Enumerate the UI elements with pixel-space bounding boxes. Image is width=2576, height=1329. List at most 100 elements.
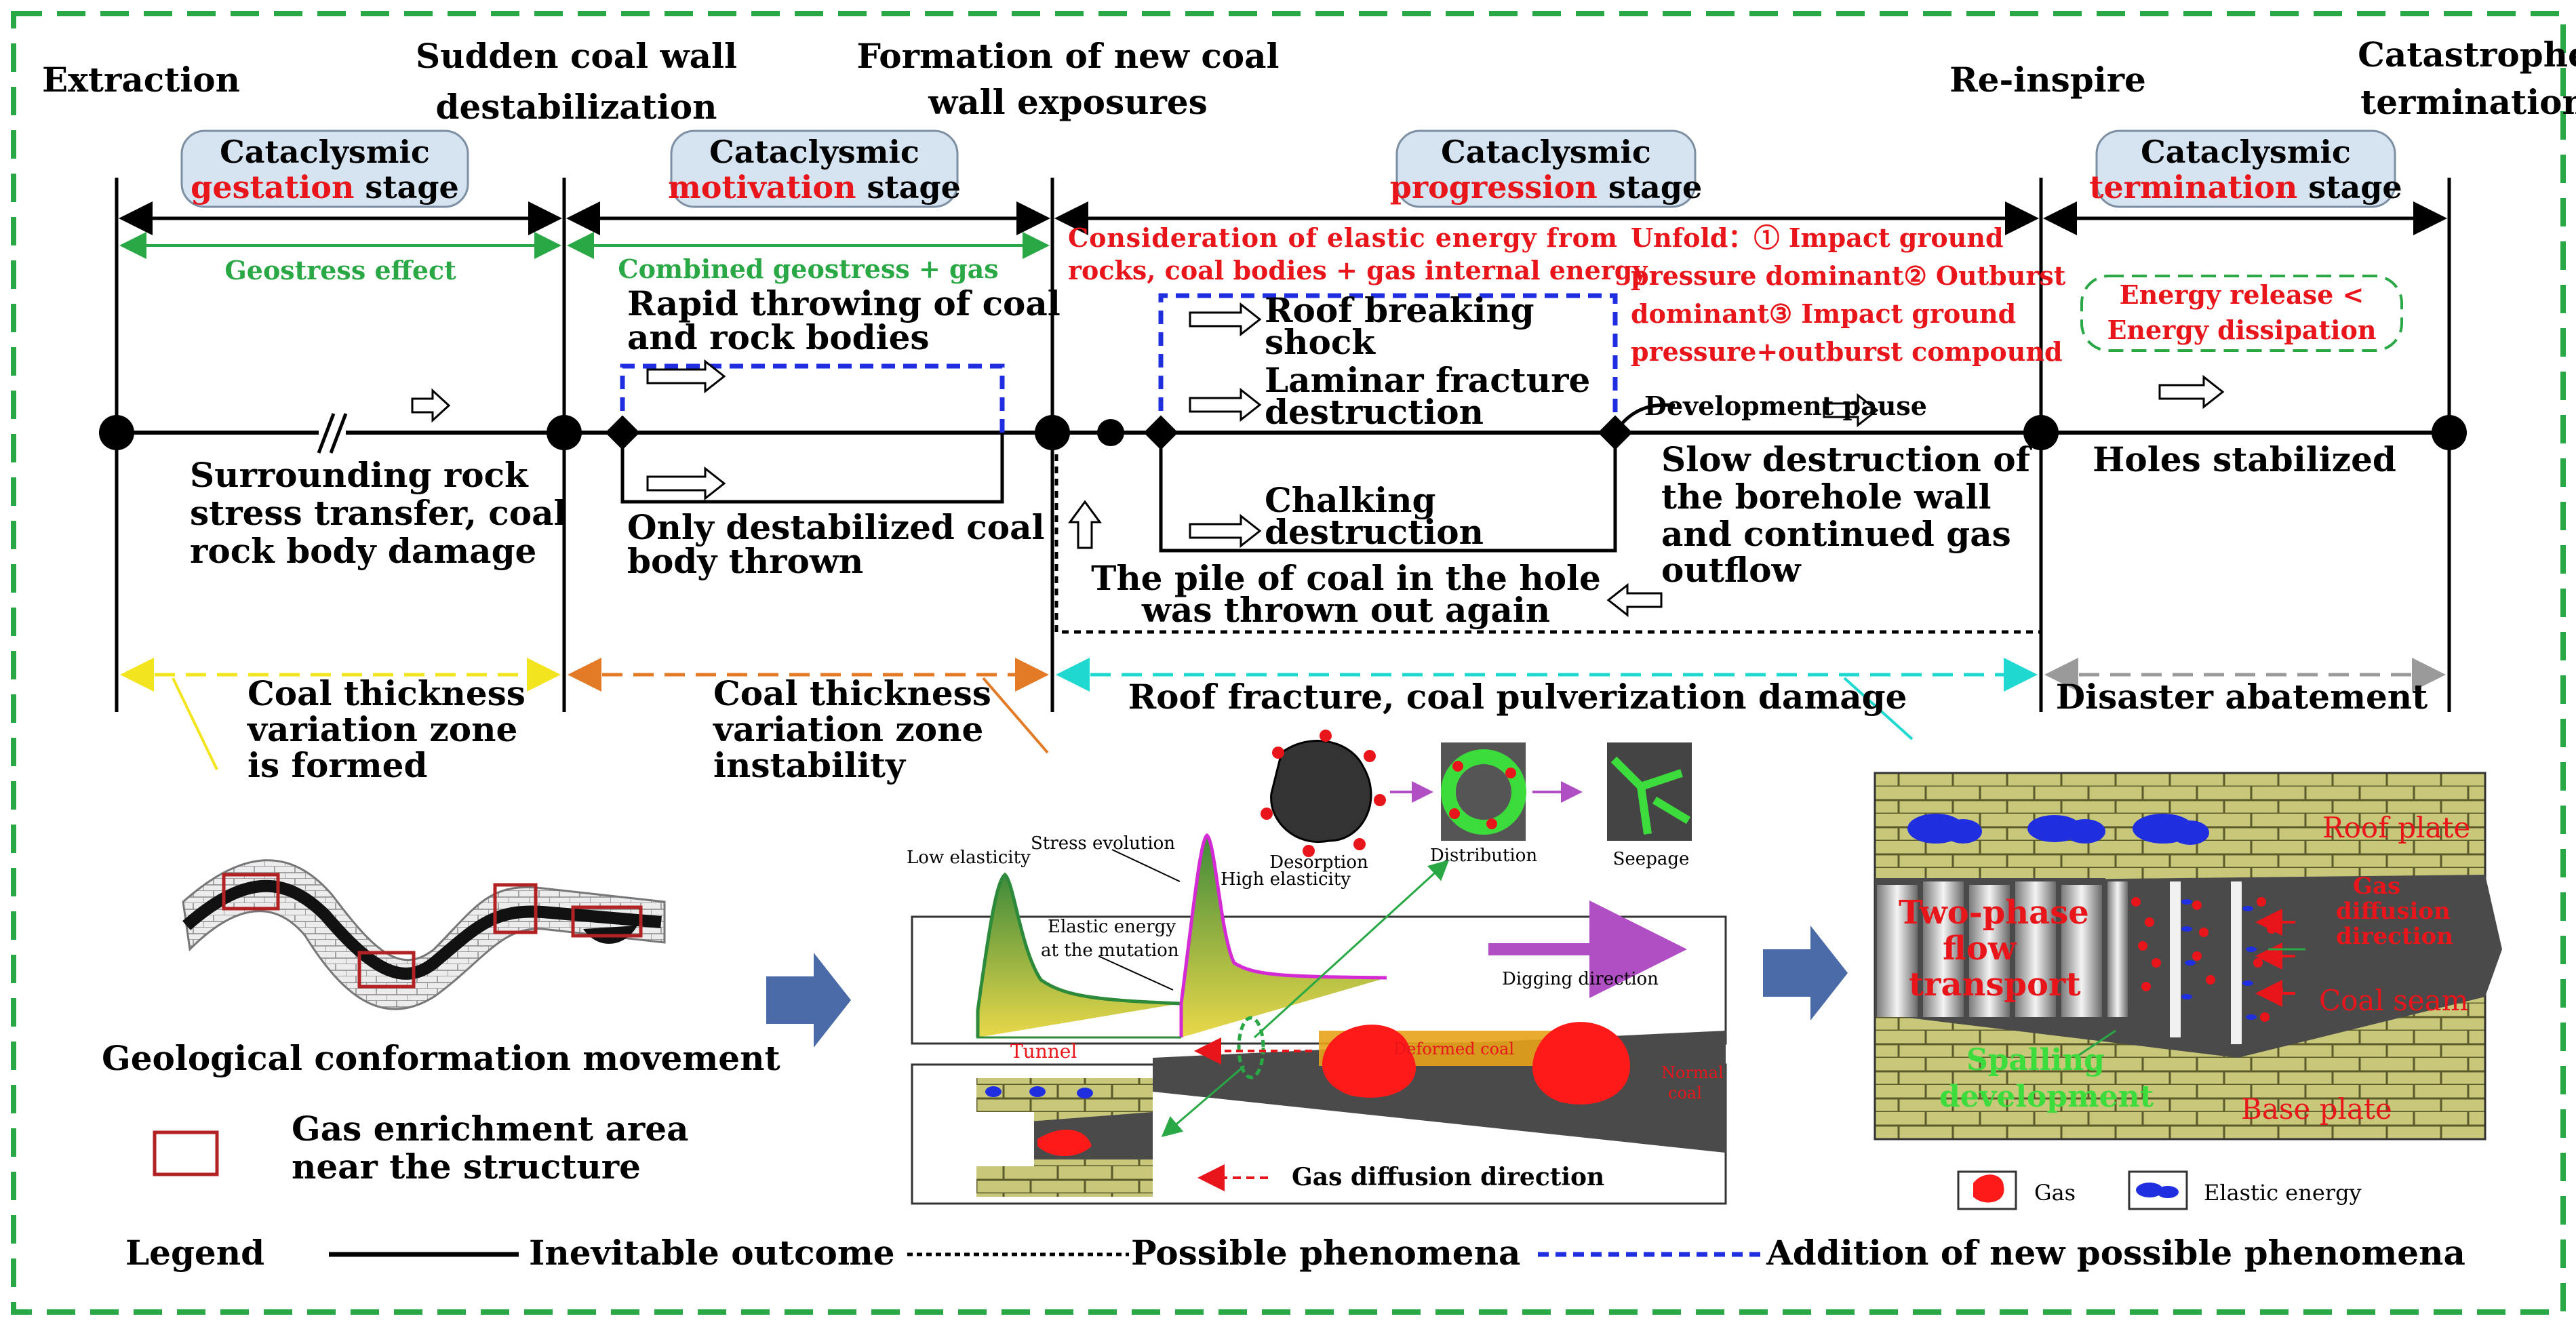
stage-progression-line1: Cataclysmic	[1441, 134, 1651, 170]
geology-title: Geological conformation movement	[102, 1038, 780, 1078]
stage-motivation-line1: Cataclysmic	[709, 134, 919, 170]
legend-inevitable: Inevitable outcome	[529, 1233, 895, 1273]
stage-progression-key: progression	[1390, 169, 1598, 205]
effect-labels: Geostress effect Combined geostress + ga…	[224, 222, 2065, 367]
unfold-3: dominant③ Impact ground	[1631, 298, 2016, 329]
stage-progression: Cataclysmic progression stage	[1390, 130, 1703, 208]
chalking-1: Chalking	[1265, 480, 1436, 520]
stage-termination-suffix: stage	[2297, 169, 2402, 205]
rapid-2: and rock bodies	[627, 317, 930, 357]
zone-labels: Coal thickness variation zone is formed …	[247, 673, 2428, 785]
stage-progression-suffix: stage	[1598, 169, 1702, 205]
zone1-3: is formed	[247, 745, 427, 785]
zone4: Disaster abatement	[2056, 677, 2428, 717]
stage-motivation: Cataclysmic motivation stage	[668, 130, 961, 208]
surround-1: Surrounding rock	[190, 455, 529, 495]
zone2-1: Coal thickness	[713, 673, 991, 713]
development-pause: Development pause	[1644, 391, 1927, 421]
energy-release-box: Energy release < Energy dissipation	[2080, 275, 2403, 352]
stage-motivation-key: motivation	[668, 169, 856, 205]
two-phase-1: Two-phase	[1899, 894, 2089, 932]
spalling-1: Spalling	[1966, 1043, 2105, 1077]
roof-breaking-2: shock	[1265, 322, 1376, 362]
unfold-1: Unfold：① Impact ground	[1631, 222, 2004, 253]
label-catastrophe-2: termination	[2360, 82, 2576, 122]
elastic-mutation-2: at the mutation	[1041, 940, 1179, 961]
surround-2: stress transfer, coal	[190, 493, 566, 533]
elastic-mutation-1: Elastic energy	[1048, 917, 1176, 937]
legend-title: Legend	[125, 1233, 264, 1273]
stage-progression-line2: progression stage	[1390, 169, 1703, 205]
energy-release-1: Energy release <	[2120, 279, 2364, 310]
seepage: Seepage	[1613, 849, 1690, 869]
slow-3: and continued gas	[1661, 514, 2011, 554]
hollow-arrows	[411, 302, 2225, 618]
label-catastrophe-1: Catastrophe	[2358, 35, 2576, 75]
only-2: body thrown	[627, 541, 863, 581]
tunnel-label: Tunnel	[1010, 1040, 1077, 1063]
stage-gestation-line1: Cataclysmic	[220, 134, 430, 170]
process-labels: Surrounding rock stress transfer, coal r…	[190, 283, 2396, 630]
stress-evolution: Stress evolution	[1031, 833, 1175, 854]
stage-gestation-line2: gestation stage	[191, 169, 459, 205]
unfold-4: pressure+outburst compound	[1631, 336, 2063, 367]
flow-arrows	[766, 926, 1848, 1048]
label-sudden-2: destabilization	[436, 87, 717, 127]
stage-termination-line2: termination stage	[2089, 169, 2402, 205]
pile-2: was thrown out again	[1141, 590, 1550, 630]
stage-termination: Cataclysmic termination stage	[2089, 130, 2402, 208]
roof-breaking-1: Roof breaking	[1265, 290, 1534, 330]
right-panel: Two-phase flow transport Gas diffusion d…	[1874, 772, 2502, 1210]
digging-direction: Digging direction	[1502, 969, 1659, 989]
zone1-2: variation zone	[247, 709, 517, 749]
only-1: Only destabilized coal	[627, 507, 1044, 547]
stage-termination-key: termination	[2089, 169, 2297, 205]
legend-elastic: Elastic energy	[2204, 1180, 2362, 1206]
timeline	[99, 293, 2467, 634]
elastic-energy-1: Consideration of elastic energy from	[1068, 222, 1617, 253]
zone2-2: variation zone	[713, 709, 983, 749]
combined-effect: Combined geostress + gas	[618, 254, 998, 284]
stage-termination-line1: Cataclysmic	[2141, 134, 2351, 170]
stage-gestation: Cataclysmic gestation stage	[180, 130, 469, 208]
label-formation-1: Formation of new coal	[856, 36, 1279, 76]
label-reinspire: Re-inspire	[1949, 60, 2146, 100]
two-phase-2: flow	[1943, 930, 2017, 968]
microstructure: Desorption Distribution Seepage	[1253, 730, 1692, 1039]
elastic-energy-2: rocks, coal bodies + gas internal energy	[1068, 255, 1648, 285]
surround-3: rock body damage	[190, 531, 536, 571]
legend-addition: Addition of new possible phenomena	[1766, 1233, 2465, 1273]
zone3: Roof fracture, coal pulverization damage	[1128, 677, 1907, 717]
normal-coal-2: coal	[1668, 1084, 1702, 1103]
stage-motivation-line2: motivation stage	[668, 169, 961, 205]
label-sudden-1: Sudden coal wall	[416, 36, 737, 76]
zone1-1: Coal thickness	[247, 673, 526, 713]
roof-plate: Roof plate	[2322, 811, 2470, 844]
gas-diffusion-direction: Gas diffusion direction	[1292, 1163, 1604, 1191]
stage-gestation-key: gestation	[191, 169, 354, 205]
gas-area-1: Gas enrichment area	[292, 1109, 688, 1149]
legend-possible: Possible phenomena	[1131, 1233, 1520, 1273]
label-extraction: Extraction	[42, 60, 240, 100]
chalking-2: destruction	[1265, 512, 1484, 552]
legend-gas: Gas	[2034, 1180, 2076, 1206]
deformed-coal: Deformed coal	[1393, 1039, 1514, 1058]
zone2-3: instability	[713, 745, 907, 785]
gas-area-legend-box	[153, 1130, 219, 1176]
high-elasticity: High elasticity	[1221, 869, 1351, 890]
stage-pills: Cataclysmic gestation stage Cataclysmic …	[180, 130, 2402, 208]
holes-stabilized: Holes stabilized	[2093, 439, 2396, 479]
zone-pointers	[172, 677, 1914, 770]
slow-1: Slow destruction of	[1661, 439, 2033, 479]
normal-coal-1: Normal	[1661, 1063, 1724, 1082]
low-elasticity: Low elasticity	[907, 848, 1031, 868]
unfold-2: pressure dominant② Outburst	[1631, 260, 2066, 291]
laminar-1: Laminar fracture	[1265, 360, 1590, 400]
bottom-legend: Legend Inevitable outcome Possible pheno…	[125, 1233, 2465, 1273]
geostress-effect: Geostress effect	[224, 255, 456, 285]
gas-dir-1: Gas	[2353, 873, 2400, 900]
stress-panel: Low elasticity Stress evolution High ela…	[907, 833, 1727, 1045]
energy-release-2: Energy dissipation	[2107, 315, 2376, 345]
